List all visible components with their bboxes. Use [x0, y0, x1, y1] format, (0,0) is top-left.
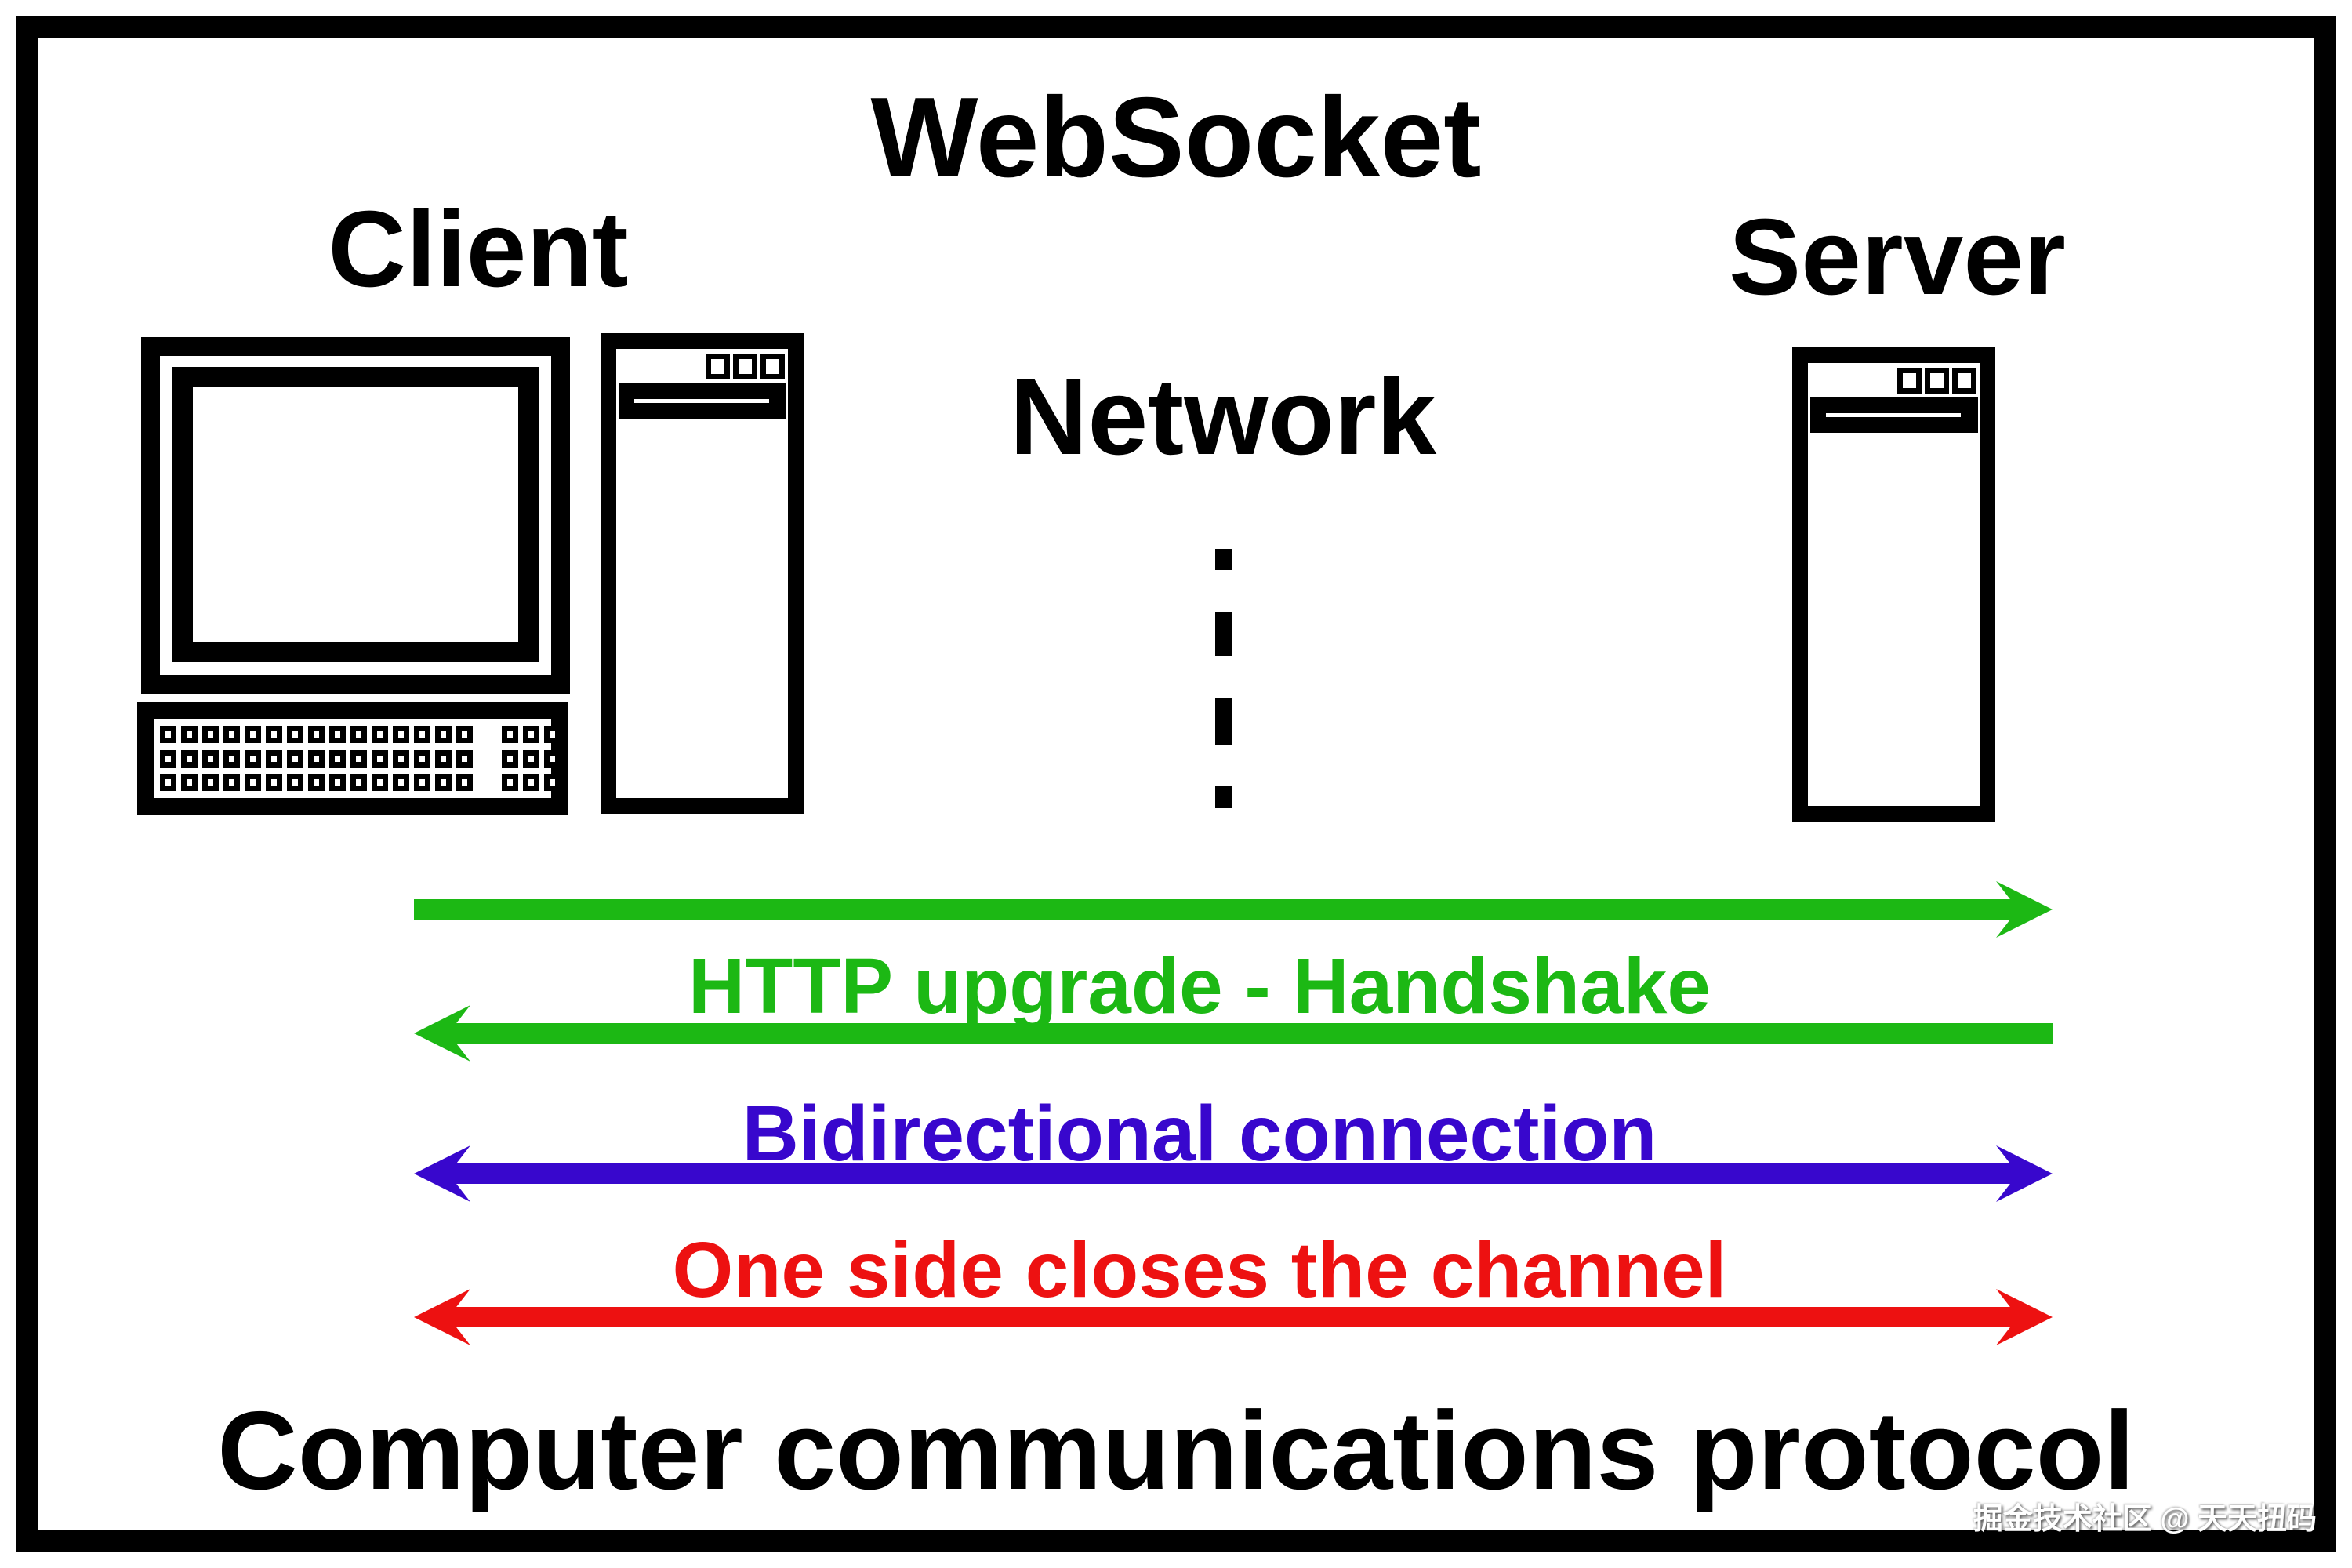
- network-dash: [1215, 786, 1232, 808]
- keyboard-key: [181, 774, 198, 792]
- watermark: 掘金技术社区 @ 天天扭码: [1973, 1503, 2317, 1536]
- keyboard-row: [160, 750, 561, 768]
- diagram-title: WebSocket: [870, 74, 1482, 201]
- keyboard-key: [266, 750, 282, 768]
- handshake-request-arrow: [414, 881, 2053, 938]
- keyboard-key: [544, 774, 561, 792]
- keyboard-key: [350, 725, 367, 743]
- keyboard-row: [160, 774, 561, 792]
- keyboard-key: [223, 774, 240, 792]
- keyboard-key: [308, 750, 325, 768]
- drive-slot-line: [634, 399, 769, 403]
- keyboard-key: [456, 725, 473, 743]
- keyboard-key: [414, 725, 430, 743]
- keyboard-key: [393, 774, 409, 792]
- keyboard-key: [435, 774, 452, 792]
- keyboard-key: [372, 750, 388, 768]
- keyboard-key: [329, 725, 346, 743]
- close-channel-label: One side closes the channel: [672, 1226, 1727, 1314]
- client-label: Client: [328, 189, 629, 310]
- tower-light: [1925, 368, 1949, 394]
- keyboard-key: [393, 725, 409, 743]
- keyboard-row: [160, 725, 561, 743]
- keyboard-key: [329, 750, 346, 768]
- keyboard-key: [223, 725, 240, 743]
- keyboard-key: [502, 725, 518, 743]
- keyboard-key: [266, 774, 282, 792]
- tower-light: [760, 354, 785, 379]
- keyboard-key: [456, 774, 473, 792]
- handshake-label: HTTP upgrade - Handshake: [688, 942, 1711, 1030]
- keyboard-key: [456, 750, 473, 768]
- keyboard-key: [202, 750, 219, 768]
- keyboard-key: [160, 750, 176, 768]
- bidirectional-arrow: [414, 1145, 2053, 1202]
- keyboard-key: [308, 725, 325, 743]
- keyboard-key: [350, 774, 367, 792]
- keyboard-key: [245, 750, 261, 768]
- tower-light: [706, 354, 730, 379]
- keyboard-key: [502, 750, 518, 768]
- drive-slot-line: [1826, 413, 1961, 417]
- keyboard-key: [372, 725, 388, 743]
- keyboard-key: [287, 750, 303, 768]
- keyboard-key: [245, 725, 261, 743]
- keyboard-key: [523, 774, 539, 792]
- keyboard-key: [202, 725, 219, 743]
- tower-light: [733, 354, 757, 379]
- tower-lights: [1897, 368, 1976, 394]
- keyboard-key: [202, 774, 219, 792]
- keyboard-key: [287, 774, 303, 792]
- keyboard-key: [223, 750, 240, 768]
- network-dash: [1215, 698, 1232, 745]
- tower-lights: [706, 354, 785, 379]
- network-dash: [1215, 612, 1232, 656]
- client-monitor-icon: [141, 337, 570, 694]
- network-dash: [1215, 549, 1232, 570]
- network-dashed-line: [1215, 549, 1232, 808]
- client-tower-icon: [601, 333, 804, 814]
- close-channel-arrow: [414, 1289, 2053, 1345]
- keyboard-key: [544, 750, 561, 768]
- client-keyboard-icon: [137, 702, 568, 815]
- keyboard-key: [393, 750, 409, 768]
- keyboard-key: [414, 750, 430, 768]
- server-label: Server: [1729, 197, 2066, 318]
- tower-light: [1897, 368, 1922, 394]
- outer-border: [16, 16, 2336, 1552]
- tower-light: [1952, 368, 1976, 394]
- keyboard-key: [160, 774, 176, 792]
- tower-drive-slot: [619, 383, 786, 419]
- keyboard-key: [435, 750, 452, 768]
- server-tower-icon: [1792, 347, 1995, 822]
- network-label: Network: [1009, 357, 1437, 477]
- keyboard-key: [245, 774, 261, 792]
- tower-drive-slot: [1810, 397, 1978, 433]
- monitor-screen: [172, 367, 539, 662]
- keyboard-key: [329, 774, 346, 792]
- keyboard-key: [544, 725, 561, 743]
- handshake-response-arrow: [414, 1005, 2053, 1062]
- keyboard-key: [308, 774, 325, 792]
- keyboard-key: [372, 774, 388, 792]
- footer-caption: Computer communications protocol: [217, 1388, 2135, 1513]
- bidirectional-label: Bidirectional connection: [742, 1090, 1657, 1178]
- keyboard-key: [502, 774, 518, 792]
- keyboard-key: [160, 725, 176, 743]
- keyboard-key: [523, 750, 539, 768]
- keyboard-key: [266, 725, 282, 743]
- keyboard-key: [523, 725, 539, 743]
- keyboard-key: [181, 725, 198, 743]
- keyboard-key: [181, 750, 198, 768]
- keyboard-key: [287, 725, 303, 743]
- keyboard-key: [414, 774, 430, 792]
- keyboard-key: [435, 725, 452, 743]
- keyboard-key: [350, 750, 367, 768]
